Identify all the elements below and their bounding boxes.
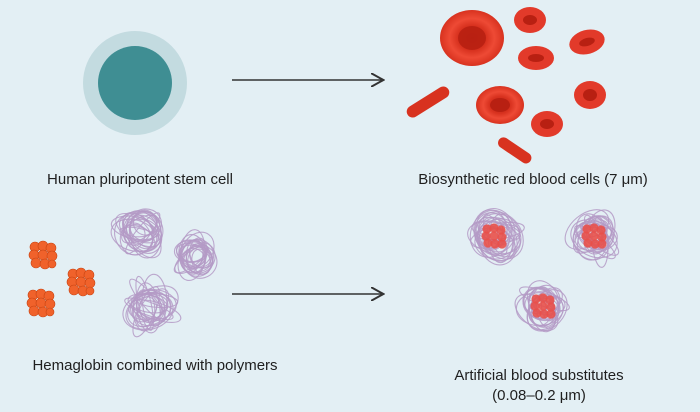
hemoglobin-core [481, 223, 507, 249]
rbc [518, 46, 554, 70]
substitutes-label-line2: (0.08–0.2 μm) [492, 387, 586, 404]
blood-substitute-particle [467, 208, 525, 266]
red-blood-cells-label: Biosynthetic red blood cells (7 μm) [418, 171, 648, 188]
blood-substitute-particle [514, 280, 570, 333]
rbc [476, 86, 524, 124]
rbc-elongated [498, 137, 532, 164]
red-blood-cell-icon [406, 7, 606, 164]
stem-cell-icon [83, 31, 187, 135]
polymer-ball-icon [110, 208, 218, 338]
rbc [574, 81, 606, 109]
stem-cell-label: Human pluripotent stem cell [47, 171, 233, 188]
hemoglobin-molecule-icon [26, 240, 96, 318]
blood-substitute-particle-icon [467, 208, 620, 333]
hemoglobin-core [530, 293, 556, 319]
rbc [514, 7, 546, 33]
polymer-ball [122, 273, 182, 338]
rbc [531, 111, 563, 137]
hemoglobin-core [581, 223, 607, 249]
hemoglobin-label: Hemaglobin combined with polymers [32, 357, 278, 374]
blood-substitute-particle [564, 209, 620, 268]
rbc-elongated [406, 86, 450, 118]
substitutes-label: Artificial blood substitutes (0.08–0.2 μ… [454, 366, 623, 406]
rbc-large [440, 10, 504, 66]
substitutes-label-line1: Artificial blood substitutes [454, 367, 624, 384]
polymer-ball [110, 208, 164, 259]
polymer-ball [173, 229, 218, 281]
rbc [569, 29, 605, 55]
